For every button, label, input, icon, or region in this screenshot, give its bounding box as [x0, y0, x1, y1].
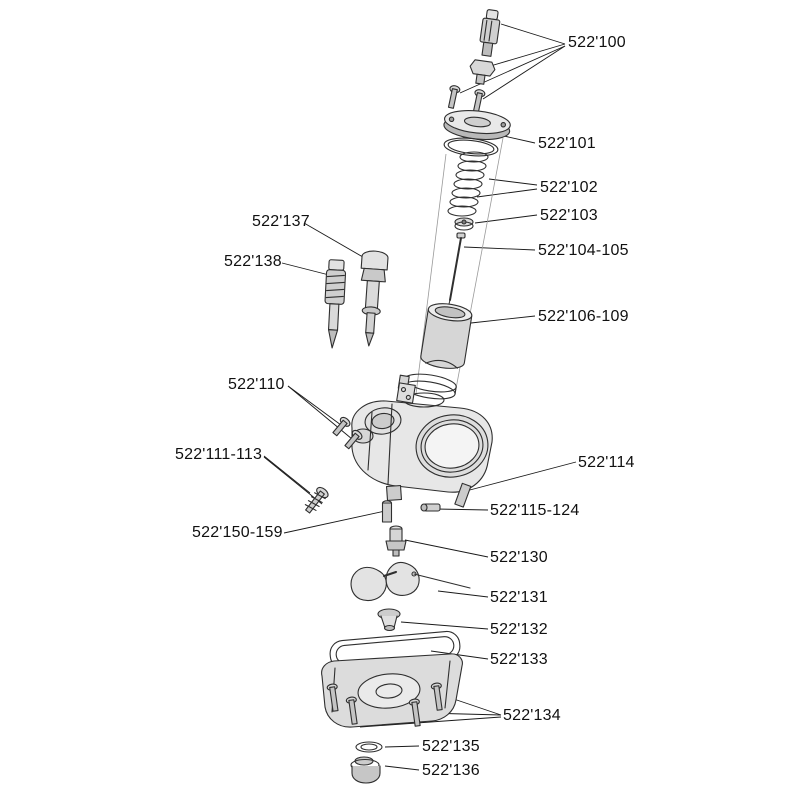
part-label-522137: 522'137	[252, 213, 310, 230]
part-bowl-screw-3	[408, 698, 421, 727]
part-throttle-spring	[447, 151, 489, 217]
part-label-522103: 522'103	[540, 207, 598, 224]
part-float-bowl	[321, 653, 463, 728]
part-spring-seat	[454, 217, 474, 231]
part-choke-plunger	[360, 250, 389, 347]
part-starter-plunger	[324, 259, 347, 349]
part-cable-locknut	[469, 59, 496, 85]
part-label-522132: 522'132	[490, 621, 548, 638]
part-label-522102: 522'102	[540, 179, 598, 196]
part-label-522136: 522'136	[422, 762, 480, 779]
part-drain-washer	[355, 741, 383, 753]
part-label-522131: 522'131	[490, 589, 548, 606]
part-label-522133: 522'133	[490, 651, 548, 668]
part-label-522101: 522'101	[538, 135, 596, 152]
part-bracket-screw-1	[332, 416, 351, 437]
part-label-522134: 522'134	[503, 707, 561, 724]
part-idle-screw-spring	[304, 486, 329, 514]
cable-bracket	[396, 382, 416, 404]
part-bowl-screw-1	[326, 683, 339, 712]
part-cap-screw-left	[447, 85, 461, 109]
part-pilot-jet	[381, 500, 393, 523]
part-bowl-screw-2	[345, 696, 358, 725]
part-overflow-stub	[454, 482, 472, 508]
part-top-cap	[443, 110, 511, 141]
part-label-522111-113: 522'111-113	[175, 446, 263, 463]
part-bracket-screw-2	[344, 429, 363, 450]
part-label-522106-109: 522'106-109	[538, 308, 629, 325]
part-label-522110: 522'110	[228, 376, 285, 393]
part-float-valve	[377, 608, 401, 632]
part-label-522130: 522'130	[490, 549, 548, 566]
part-float	[350, 561, 471, 602]
part-cap-oring	[443, 137, 499, 157]
part-carburetor-body	[351, 382, 493, 502]
part-label-522100: 522'100	[568, 34, 626, 51]
part-cap-screw-right	[472, 89, 486, 113]
part-cable-adjuster	[479, 9, 501, 57]
part-lever-screw	[420, 503, 441, 512]
part-jet-needle	[447, 232, 466, 309]
part-label-522115-124: 522'115-124	[490, 502, 580, 519]
part-label-522135: 522'135	[422, 738, 480, 755]
part-label-522104-105: 522'104-105	[538, 242, 629, 259]
part-label-522138: 522'138	[224, 253, 282, 270]
part-label-522150-159: 522'150-159	[192, 524, 283, 541]
part-bowl-screw-4	[430, 682, 443, 711]
part-main-jet	[385, 525, 407, 557]
part-throttle-slide	[420, 303, 473, 369]
part-label-522114: 522'114	[578, 454, 635, 471]
part-drain-plug	[350, 756, 381, 784]
